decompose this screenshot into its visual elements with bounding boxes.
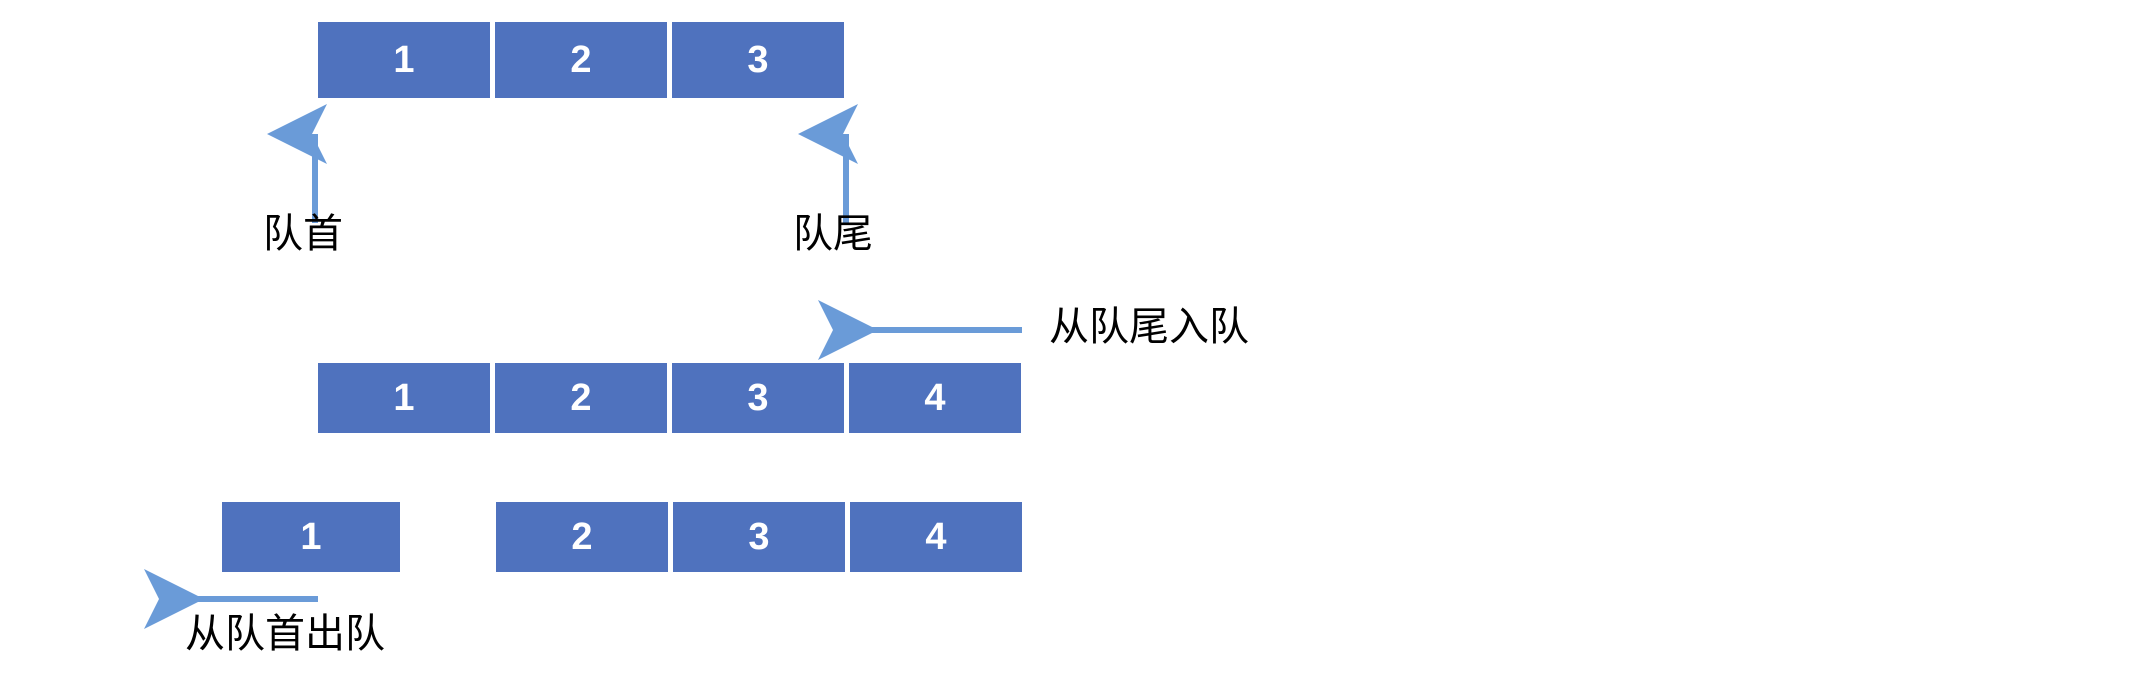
- queue-row-after-enqueue: 1 2 3 4: [318, 363, 1021, 433]
- queue-cell: 4: [850, 502, 1022, 572]
- queue-cell: 2: [496, 502, 668, 572]
- enqueue-label: 从队尾入队: [1049, 304, 1249, 350]
- queue-cell: 3: [673, 502, 845, 572]
- queue-cell: 2: [495, 363, 667, 433]
- dequeued-cell: 1: [222, 502, 400, 572]
- queue-tail-label: 队尾: [793, 211, 873, 257]
- enqueue-arrow-left-icon: [818, 300, 1022, 360]
- queue-cell: 4: [849, 363, 1021, 433]
- queue-row-initial: 1 2 3: [318, 22, 844, 98]
- dequeue-label: 从队首出队: [185, 611, 385, 657]
- head-pointer-arrow-up-icon: [267, 104, 327, 223]
- queue-cell: 2: [495, 22, 667, 98]
- queue-head-label: 队首: [263, 211, 343, 257]
- queue-cell: 1: [318, 22, 490, 98]
- tail-pointer-arrow-up-icon: [798, 104, 858, 223]
- dequeue-arrow-left-icon: [144, 569, 318, 629]
- queue-cell: 3: [672, 22, 844, 98]
- queue-cell: 1: [318, 363, 490, 433]
- queue-cell: 3: [672, 363, 844, 433]
- queue-row-dequeued-cell: 1: [222, 502, 400, 572]
- queue-row-after-dequeue: 2 3 4: [496, 502, 1022, 572]
